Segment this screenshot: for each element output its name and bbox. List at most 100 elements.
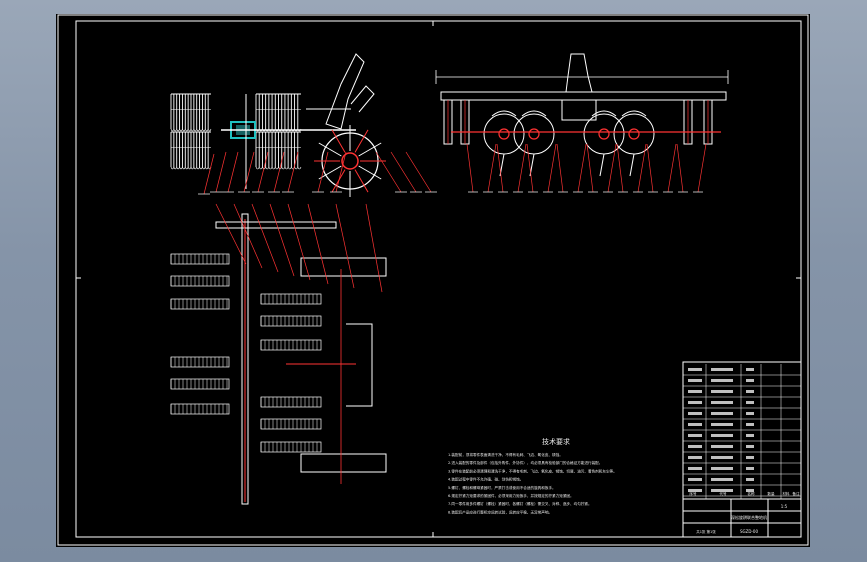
- parts-row-code: [688, 478, 702, 481]
- leader-line: [556, 143, 564, 193]
- leader-line: [616, 143, 624, 193]
- front-view: [435, 53, 729, 193]
- leader-line: [269, 203, 295, 277]
- tine-tip: [199, 128, 203, 132]
- tine-tip: [199, 166, 203, 170]
- rotor-blade: [354, 129, 369, 153]
- parts-row-name: [711, 379, 733, 382]
- top-view: [170, 203, 387, 505]
- tine-row: [170, 275, 230, 287]
- drawing-name: 深松旋耕联合整地机: [731, 514, 767, 520]
- tine-tip: [196, 166, 200, 170]
- drawing-sheet-count: 共1张 第1张: [696, 529, 716, 534]
- rotor-blade: [318, 142, 342, 157]
- tine-tip: [182, 128, 186, 132]
- tine-tip: [193, 166, 197, 170]
- tine-tip: [182, 166, 186, 170]
- leader-line: [287, 151, 299, 193]
- leader-line: [517, 143, 527, 193]
- tine-tip: [179, 128, 183, 132]
- tine-row: [170, 298, 230, 310]
- parts-row-code: [688, 456, 702, 459]
- front-disc: [513, 113, 555, 155]
- leader-line: [227, 151, 239, 193]
- front-disc-cap: [591, 110, 617, 117]
- leader-line: [203, 153, 215, 195]
- tine-tip: [207, 128, 212, 132]
- leader-line: [577, 143, 587, 193]
- inner-frame: [75, 20, 802, 538]
- leader-line: [257, 151, 269, 193]
- note-line: 8.装配后产品应进行整机空运转试验，运转应平稳、无异常声响。: [448, 509, 552, 514]
- tine-tip: [284, 166, 289, 170]
- parts-row-code: [688, 467, 702, 470]
- rotor-blade: [318, 165, 342, 180]
- side-view: [170, 53, 437, 197]
- parts-row-name: [711, 434, 733, 437]
- front-discs: [483, 110, 655, 177]
- parts-row-code: [688, 390, 702, 393]
- leader-line: [466, 143, 474, 193]
- notes-lines: 1.装配前，须将零件表面清洗干净，不得有毛刺、飞边、氧化皮、锈蚀。 2.进入装配的…: [448, 452, 617, 514]
- leader-line: [667, 143, 677, 193]
- note-line: 3.零件在装配前必须清理和清洗干净，不得有毛刺、飞边、氧化皮、锈蚀、切屑、油污、…: [448, 468, 617, 473]
- parts-list-header: 序号: [689, 491, 697, 496]
- hitch-arm: [325, 53, 365, 130]
- tine-tip: [170, 128, 175, 132]
- leader-line: [496, 143, 504, 193]
- note-line: 2.进入装配的零件及部件（包括外购件、外协件），均必须具有检验部门的合格证方能进…: [448, 460, 602, 465]
- top-frame-rail: [241, 213, 249, 505]
- leader-line: [646, 143, 654, 193]
- leader-line: [317, 151, 329, 193]
- tine-tip: [190, 128, 195, 132]
- drawing-scale: 1:5: [781, 504, 788, 509]
- leader-line: [215, 151, 227, 193]
- top-tine-rows: [170, 253, 322, 453]
- tine-tip: [281, 166, 286, 170]
- parts-row-name: [711, 412, 733, 415]
- leader-line: [637, 143, 647, 193]
- parts-row-qty: [746, 456, 754, 459]
- tine-tip: [179, 166, 183, 170]
- front-disc-cap: [521, 110, 547, 117]
- front-disc-hub: [498, 128, 510, 140]
- tine-row: [170, 403, 230, 415]
- front-main-beam: [440, 91, 727, 101]
- tine-tip: [294, 166, 299, 170]
- outer-frame: [57, 14, 809, 546]
- parts-row-qty: [746, 434, 754, 437]
- notes-heading: 技术要求: [542, 437, 570, 446]
- rotor-hub: [341, 152, 359, 170]
- tine-row: [170, 356, 230, 368]
- parts-list-header: 材料: [782, 491, 790, 496]
- parts-row-name: [711, 478, 733, 481]
- parts-row-name: [711, 390, 733, 393]
- parts-row-qty: [746, 368, 754, 371]
- front-disc-hub: [598, 128, 610, 140]
- front-hitch-tower: [565, 53, 593, 93]
- parts-row-qty: [746, 489, 754, 492]
- top-drive-head-upper: [300, 257, 387, 277]
- front-disc-cap: [621, 110, 647, 117]
- leader-line: [335, 151, 347, 193]
- tine-row: [170, 378, 230, 390]
- tine-row: [170, 253, 230, 265]
- parts-row-qty: [746, 478, 754, 481]
- note-line: 1.装配前，须将零件表面清洗干净，不得有毛刺、飞边、氧化皮、锈蚀。: [448, 452, 563, 457]
- parts-row-code: [688, 423, 702, 426]
- tine-tip: [268, 166, 273, 170]
- title-block: 序号代号名称数量材料备注 深松旋耕联合整地机 SGZD-00 1:5 共1张 第…: [682, 361, 802, 538]
- tine-row: [260, 315, 322, 327]
- leader-line: [547, 143, 557, 193]
- drawing-number: SGZD-00: [740, 529, 758, 534]
- leader-line: [487, 143, 497, 193]
- rotor-blade: [354, 169, 369, 193]
- tine-tip: [297, 166, 302, 170]
- tine-tip: [190, 166, 195, 170]
- leader-line: [697, 143, 707, 193]
- title-block-frame: [682, 361, 802, 538]
- leader-line: [273, 151, 285, 193]
- parts-row-qty: [746, 467, 754, 470]
- front-disc-hub: [628, 128, 640, 140]
- leader-line: [307, 203, 329, 285]
